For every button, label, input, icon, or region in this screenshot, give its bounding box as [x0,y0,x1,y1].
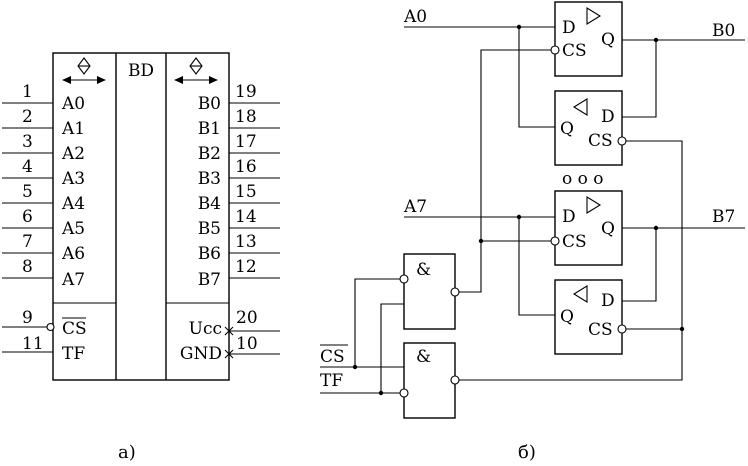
svg-text:D: D [562,18,576,38]
svg-text:D: D [562,207,576,227]
svg-text:CS: CS [588,320,613,340]
chip-a: BD [2,52,280,463]
pin-number: 19 [235,82,257,102]
svg-text:D: D [601,291,615,311]
chip-body [52,52,230,381]
svg-text:CS: CS [588,131,613,151]
pin-label-tf: TF [62,344,85,364]
pin-label: B3 [198,169,221,189]
pin-number: 7 [22,232,33,252]
pin-number: 6 [22,207,33,227]
pin-label: A2 [61,144,85,164]
pin-label: A0 [61,94,85,114]
junctions [352,24,685,396]
pin-label: A4 [61,194,85,214]
pin-number: 20 [236,308,258,328]
output-label-b7: B7 [712,207,735,227]
pin-label: A5 [61,219,85,239]
svg-text:Q: Q [560,307,574,327]
svg-text:D: D [601,107,615,127]
pin-label: A3 [61,169,85,189]
pin-label: B0 [198,94,221,114]
pin-label-cs: CS [62,319,87,339]
pin-number: 5 [22,182,33,202]
pin-label: A7 [61,270,85,290]
pin-number: 2 [22,107,33,127]
pin-number: 3 [22,132,33,152]
input-label-tf: TF [320,371,343,391]
and-gate-1: & [399,253,460,330]
left-pin-lines [2,102,55,353]
chip-title: BD [128,61,154,81]
pin-number: 18 [235,107,257,127]
svg-text:Q: Q [601,219,615,239]
svg-text:&: & [416,347,431,367]
pin-label-ucc: Ucc [189,319,222,339]
pin-number: 1 [22,82,33,102]
svg-text:Q: Q [560,119,574,139]
pin-number: 17 [235,132,257,152]
wires [320,26,745,394]
pin-label: B5 [198,219,221,239]
pin-label-gnd: GND [180,344,222,364]
pin-number: 13 [235,232,257,252]
pin-label: A6 [61,244,85,264]
input-label-cs: CS [320,347,345,367]
and-gate-2: & [399,342,460,419]
flip-flop-3: D CS Q [550,190,623,266]
pin-label: B2 [198,144,221,164]
pin-label: B4 [198,194,221,214]
pin-number: 15 [235,182,257,202]
caption-b: б) [518,442,536,463]
output-label-b0: B0 [712,21,735,41]
pin-label: A1 [61,119,85,139]
pin-label: B7 [198,270,221,290]
flip-flop-1: D CS Q [550,1,623,77]
input-label-a7: A7 [403,197,427,217]
svg-text:Q: Q [601,30,615,50]
circuit-b: A0 A7 CS TF B0 B7 D CS Q D Q CS o o o [320,1,745,463]
pin-number: 11 [22,334,44,354]
svg-text:CS: CS [562,41,587,61]
pin-number: 9 [22,308,33,328]
pin-number: 10 [236,334,258,354]
caption-a: а) [118,442,136,463]
flip-flop-2: D Q CS [554,90,627,166]
svg-text:CS: CS [562,232,587,252]
bidirectional-arrow-icon-left [62,57,106,84]
input-label-a0: A0 [403,7,427,27]
pin-label: B1 [198,119,221,139]
pin-label: B6 [198,244,221,264]
pin-number: 4 [22,157,33,177]
pin-number: 8 [22,257,33,277]
svg-text:&: & [416,260,431,280]
right-pin-lines [224,102,280,359]
pin-number: 14 [235,207,257,227]
pin-number: 16 [235,157,257,177]
flip-flop-4: D Q CS [554,279,627,355]
pin-number: 12 [235,257,257,277]
ellipsis: o o o [562,169,604,189]
bidirectional-arrow-icon-right [174,57,218,84]
